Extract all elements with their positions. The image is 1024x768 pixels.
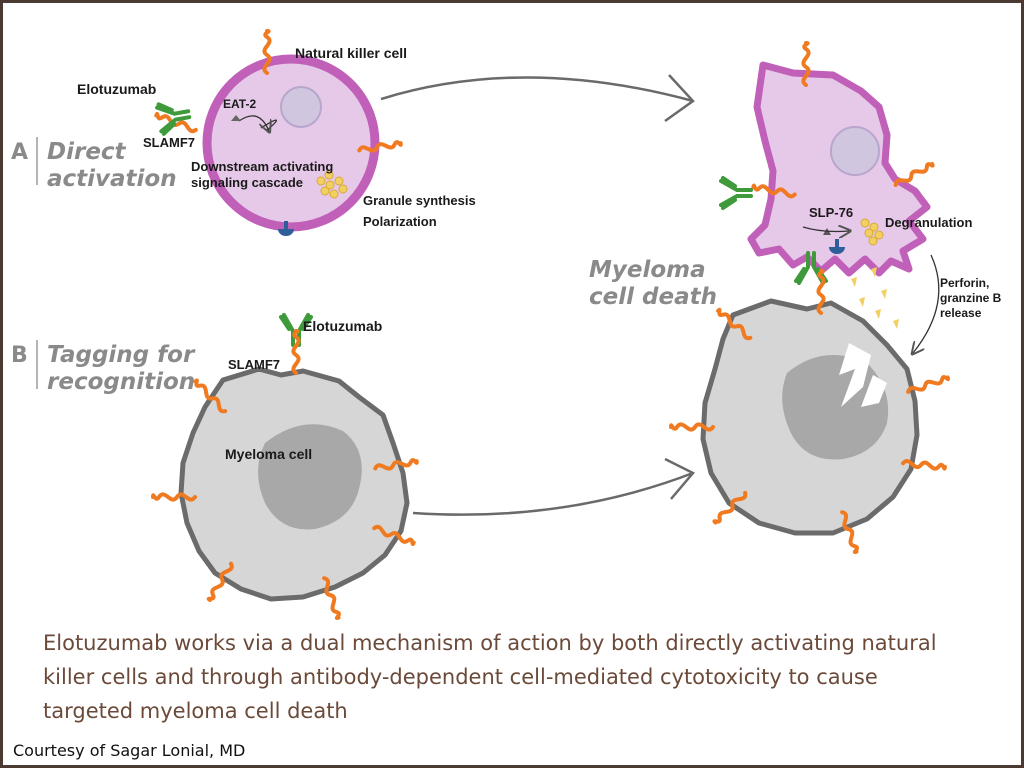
polarization-label: Polarization	[363, 214, 437, 229]
myeloma-death-label-1: Myeloma	[589, 257, 706, 283]
eat2-label: EAT-2	[223, 97, 256, 111]
activated-nk-cell	[747, 61, 931, 277]
activated-nk-receptor	[829, 239, 845, 254]
degranulation-label: Degranulation	[885, 215, 972, 230]
section-a-letter: A	[11, 140, 28, 165]
nk-cell-label: Natural killer cell	[295, 45, 407, 61]
myeloma-receptor-top	[291, 329, 301, 375]
downstream-label-2: signaling cascade	[191, 175, 303, 190]
eat2-marker	[231, 115, 241, 121]
credit: Courtesy of Sagar Lonial, MD	[13, 741, 246, 760]
granule-synthesis-label: Granule synthesis	[363, 193, 476, 208]
myeloma-death-label-2: cell death	[589, 284, 717, 310]
dying-myeloma-cell	[700, 298, 920, 536]
crack-1	[839, 343, 871, 407]
downstream-label-1: Downstream activating	[191, 159, 333, 174]
elotuzumab-antibody-side	[719, 176, 753, 210]
degranulation-cluster	[860, 218, 884, 246]
section-a-line2: activation	[47, 166, 177, 192]
myeloma-cell	[178, 366, 410, 602]
section-b-letter: B	[11, 343, 28, 368]
slp76-arrow	[802, 227, 849, 232]
nk-nucleus	[280, 86, 322, 128]
myeloma-cell-label: Myeloma cell	[225, 446, 312, 462]
granule-cluster	[316, 170, 348, 199]
dying-myeloma-nucleus	[782, 355, 889, 460]
perforin-label-2: granzine B	[940, 291, 1002, 305]
perforin-label-1: Perforin,	[940, 276, 989, 290]
arrow-a-head	[664, 74, 695, 123]
mechanism-diagram: A Direct activation B Tagging for recogn…	[11, 29, 1002, 621]
perforin-label-3: release	[940, 306, 982, 320]
elotuzumab-label-b: Elotuzumab	[303, 318, 382, 334]
perforin-arrow	[913, 254, 940, 353]
slp76-label: SLP-76	[809, 205, 853, 220]
crack-2	[861, 375, 887, 407]
nk-bottom-receptor	[278, 221, 294, 236]
elotuzumab-label-a: Elotuzumab	[77, 81, 156, 97]
eat2-arrow	[238, 115, 269, 131]
section-b-label: B Tagging for recognition	[11, 340, 196, 395]
arrow-a	[380, 76, 694, 103]
activated-nk-nucleus	[830, 126, 880, 176]
slamf7-label-a: SLAMF7	[143, 135, 195, 150]
section-a-label: A Direct activation	[11, 137, 177, 192]
nk-cell	[202, 54, 380, 236]
arrow-b	[412, 471, 694, 516]
slamf7-label-b: SLAMF7	[228, 357, 280, 372]
section-a-line1: Direct	[47, 139, 127, 165]
section-b-line1: Tagging for	[47, 342, 196, 368]
arrow-b-head	[664, 457, 695, 500]
caption: Elotuzumab works via a dual mechanism of…	[43, 631, 937, 723]
section-b-line2: recognition	[47, 369, 195, 395]
myeloma-nucleus	[258, 424, 362, 530]
